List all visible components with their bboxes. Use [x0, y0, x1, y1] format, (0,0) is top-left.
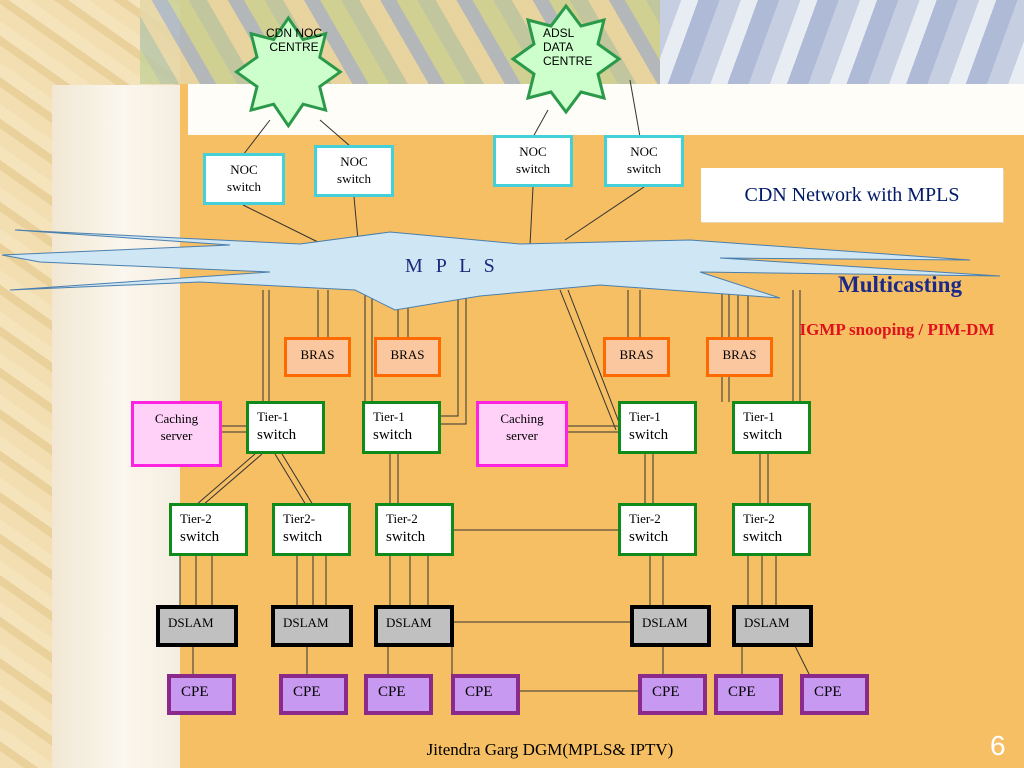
tier1-switch-1: Tier-1 switch	[246, 401, 325, 454]
bras-4: BRAS	[706, 337, 773, 377]
tier2-label: Tier-2	[743, 511, 775, 526]
noc-switch-2: NOC switch	[314, 145, 394, 197]
cdn-noc-centre-label: CDN NOC CENTRE	[266, 26, 322, 54]
adsl-data-centre-shape	[510, 3, 622, 115]
noc-switch-1: NOC switch	[203, 153, 285, 205]
dslam-4: DSLAM	[630, 605, 711, 647]
noc-switch-4: NOC switch	[604, 135, 684, 187]
tier1-label: Tier-1	[257, 409, 289, 424]
tier2-label: Tier-2	[180, 511, 212, 526]
tier2-label: Tier-2	[386, 511, 418, 526]
cpe-1: CPE	[167, 674, 236, 715]
igmp-subheading: IGMP snooping / PIM-DM	[799, 320, 995, 339]
dslam-3: DSLAM	[374, 605, 454, 647]
slide-number: 6	[990, 730, 1006, 761]
tier1-label: Tier-1	[743, 409, 775, 424]
multicasting-heading: Multicasting	[838, 272, 962, 297]
tier2-sublabel: switch	[743, 529, 783, 545]
tier2-sublabel: switch	[283, 529, 323, 545]
tier2-switch-3: Tier-2 switch	[375, 503, 454, 556]
tier2-switch-1: Tier-2 switch	[169, 503, 248, 556]
dslam-1: DSLAM	[156, 605, 238, 647]
mpls-label: M P L S	[405, 255, 499, 277]
cdn-noc-centre-shape	[233, 15, 343, 129]
connection-lines	[179, 79, 811, 692]
tier2-switch-2: Tier2- switch	[272, 503, 351, 556]
tier1-label: Tier-1	[629, 409, 661, 424]
tier1-switch-2: Tier-1 switch	[362, 401, 441, 454]
cpe-3: CPE	[364, 674, 433, 715]
bras-3: BRAS	[603, 337, 670, 377]
tier1-switch-4: Tier-1 switch	[732, 401, 811, 454]
tier2-sublabel: switch	[180, 529, 220, 545]
tier2-label: Tier2-	[283, 511, 316, 526]
noc-switch-3: NOC switch	[493, 135, 573, 187]
cpe-5: CPE	[638, 674, 707, 715]
mpls-cloud	[1, 229, 1001, 311]
page-title: CDN Network with MPLS	[701, 168, 1003, 222]
bras-2: BRAS	[374, 337, 441, 377]
cpe-7: CPE	[800, 674, 869, 715]
dslam-5: DSLAM	[732, 605, 813, 647]
tier1-sublabel: switch	[629, 427, 669, 443]
cpe-4: CPE	[451, 674, 520, 715]
dslam-2: DSLAM	[271, 605, 353, 647]
cpe-6: CPE	[714, 674, 783, 715]
tier2-sublabel: switch	[629, 529, 669, 545]
adsl-data-centre-label: ADSL DATA CENTRE	[543, 26, 593, 68]
decorative-top-band-right	[660, 0, 1024, 84]
tier2-switch-4: Tier-2 switch	[618, 503, 697, 556]
tier2-sublabel: switch	[386, 529, 426, 545]
tier1-switch-3: Tier-1 switch	[618, 401, 697, 454]
tier1-sublabel: switch	[743, 427, 783, 443]
cpe-2: CPE	[279, 674, 348, 715]
caching-server-1: Caching server	[131, 401, 222, 467]
footer-author: Jitendra Garg DGM(MPLS& IPTV)	[426, 740, 674, 759]
tier2-label: Tier-2	[629, 511, 661, 526]
tier1-sublabel: switch	[373, 427, 413, 443]
caching-server-2: Caching server	[476, 401, 568, 467]
tier2-switch-5: Tier-2 switch	[732, 503, 811, 556]
tier1-sublabel: switch	[257, 427, 297, 443]
bras-1: BRAS	[284, 337, 351, 377]
tier1-label: Tier-1	[373, 409, 405, 424]
